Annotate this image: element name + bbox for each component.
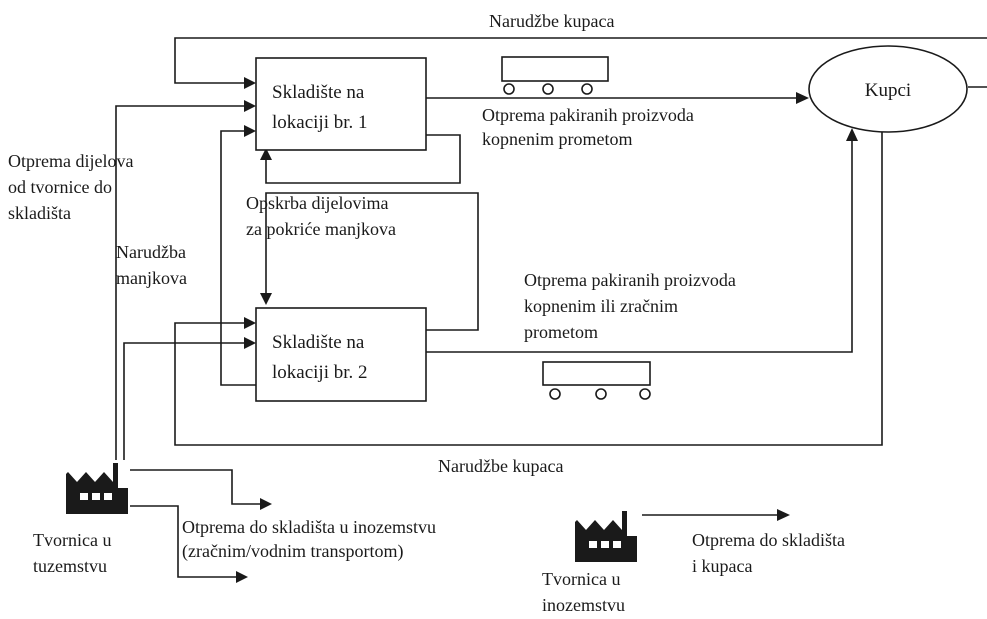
warehouse-1-label-line1: Skladište na — [272, 82, 365, 103]
factory-domestic-icon — [66, 463, 128, 514]
arrowhead — [260, 293, 272, 305]
ship-abroad-label-line1: Otprema do skladišta u inozemstvu — [182, 517, 436, 537]
shortage-order-line — [220, 130, 256, 386]
factory-domestic-label-line1: Tvornica u — [33, 530, 111, 550]
ship-foreign-label-line1: Otprema do skladišta — [692, 530, 845, 550]
shortage-supply-label-line1: Opskrba dijelovima — [246, 193, 388, 213]
factory-foreign-label-line2: inozemstvu — [542, 595, 625, 615]
warehouse-1-box — [255, 57, 427, 151]
arrowhead — [777, 509, 790, 521]
ship-abroad-line-2 — [130, 505, 238, 578]
truck-icon — [542, 361, 651, 400]
orders-top-label: Narudžbe kupaca — [489, 11, 614, 31]
orders-bottom-label: Narudžbe kupaca — [438, 456, 563, 476]
arrowhead — [244, 77, 256, 89]
truck-icon — [501, 56, 609, 95]
orders-top-line — [174, 37, 987, 84]
shortage-supply-label-line2: za pokriće manjkova — [246, 219, 396, 239]
arrowhead — [244, 317, 256, 329]
factory-domestic-label-line2: tuzemstvu — [33, 556, 107, 576]
ship-land-air-label-line2: kopnenim ili zračnim — [524, 296, 678, 316]
ship-abroad-line-1 — [130, 469, 262, 505]
parts-label-line1: Otprema dijelova — [8, 151, 133, 171]
arrowhead — [796, 92, 809, 104]
orders-bottom-line — [174, 131, 883, 446]
arrowhead — [244, 100, 256, 112]
factory-foreign-icon — [575, 511, 637, 562]
parts-label-line2: od tvornice do — [8, 177, 112, 197]
parts-line-1 — [115, 105, 246, 460]
ship-land-label-line1: Otprema pakiranih proizvoda — [482, 105, 694, 125]
shortage-order-label-line2: manjkova — [116, 268, 187, 288]
warehouse-2-box — [255, 307, 427, 402]
customers-label: Kupci — [865, 80, 911, 101]
ship-land-air-label-line1: Otprema pakiranih proizvoda — [524, 270, 736, 290]
shortage-order-label-line1: Narudžba — [116, 242, 186, 262]
arrowhead — [236, 571, 248, 583]
ship-abroad-label-line2: (zračnim/vodnim transportom) — [182, 541, 403, 562]
shortage-supply-line-b — [265, 192, 479, 331]
warehouse-1-label-line2: lokaciji br. 1 — [272, 112, 368, 133]
arrowhead — [260, 498, 272, 510]
arrowhead — [244, 125, 256, 137]
arrowhead — [846, 128, 858, 141]
warehouse-2-label-line2: lokaciji br. 2 — [272, 362, 368, 383]
shortage-supply-line-a — [265, 134, 461, 184]
customers-ellipse — [808, 45, 968, 133]
ship-land-air-label-line3: prometom — [524, 322, 598, 342]
ship-land-label-line2: kopnenim prometom — [482, 129, 632, 149]
ship-foreign-label-line2: i kupaca — [692, 556, 752, 576]
warehouse-2-label-line1: Skladište na — [272, 332, 365, 353]
factory-foreign-label-line1: Tvornica u — [542, 569, 620, 589]
parts-label-line3: skladišta — [8, 203, 71, 223]
ship-w2-customers-line — [426, 140, 853, 353]
arrowhead — [260, 148, 272, 160]
arrowhead — [244, 337, 256, 349]
parts-line-2 — [123, 342, 246, 460]
